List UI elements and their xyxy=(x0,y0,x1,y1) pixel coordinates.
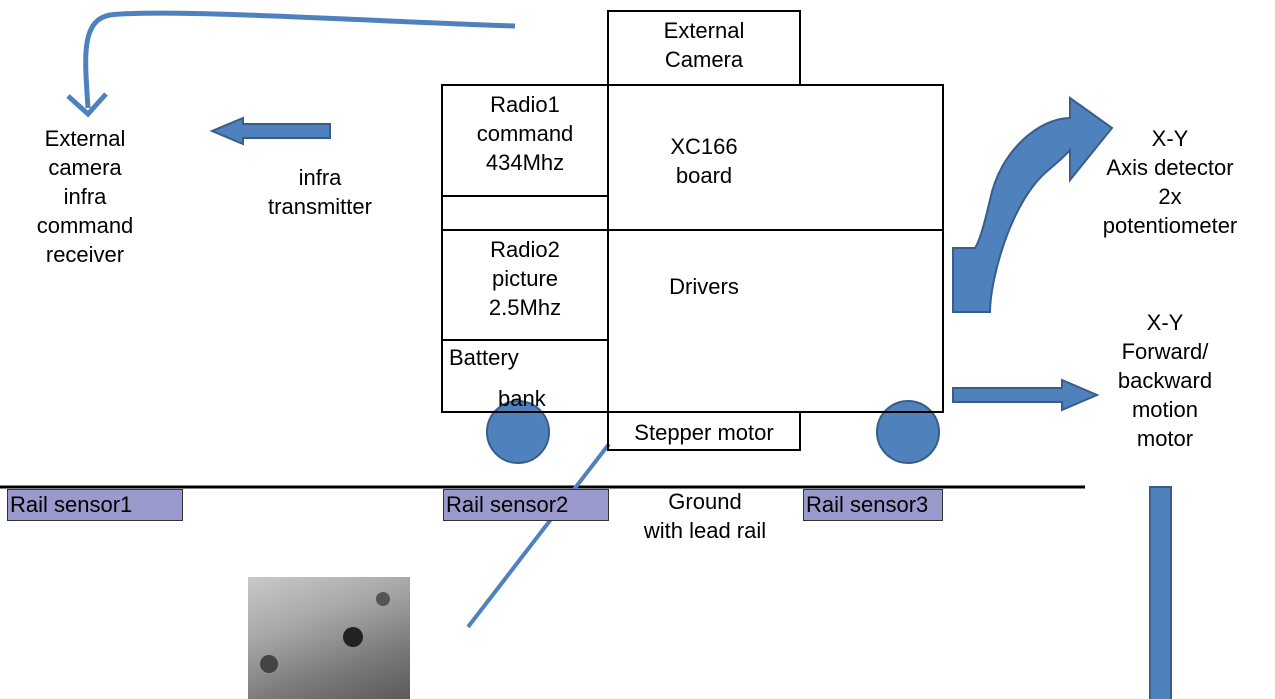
rail-sensor-1: Rail sensor1 xyxy=(7,489,183,521)
pointer-line xyxy=(466,442,611,629)
receiver-label: External camera infra command receiver xyxy=(36,126,134,267)
external-camera-label: External Camera xyxy=(663,18,745,72)
battery-box xyxy=(441,339,609,413)
battery-label: Battery xyxy=(449,345,519,370)
rail-sensor-3: Rail sensor3 xyxy=(803,489,943,521)
curved-block-arrow xyxy=(952,96,1114,313)
rail-sensor-2: Rail sensor2 xyxy=(443,489,609,521)
curved-arrow xyxy=(83,10,516,109)
curved-arrow-head xyxy=(66,92,108,118)
motion-motor-label: X-Y Forward/ backward motion motor xyxy=(1117,310,1213,451)
radio1-label: Radio1 command 434Mhz xyxy=(476,92,574,175)
photo-knob-small xyxy=(376,592,390,606)
photo-knob-left xyxy=(260,655,278,673)
xc166-box xyxy=(607,84,944,231)
stepper-motor-label: Stepper motor xyxy=(634,420,774,445)
left-block-arrow xyxy=(209,116,331,146)
bank-label: bank xyxy=(498,386,546,411)
right-block-arrow xyxy=(952,378,1100,412)
spacer-box xyxy=(441,195,609,231)
vertical-bar xyxy=(1149,486,1172,699)
ground-label: Ground with lead rail xyxy=(643,489,767,543)
axis-detector-label: X-Y Axis detector 2x potentiometer xyxy=(1102,126,1238,238)
xc166-label: XC166 board xyxy=(670,134,738,188)
drivers-label: Drivers xyxy=(669,274,739,299)
infra-transmitter-label: infra transmitter xyxy=(268,165,372,219)
wheel-right xyxy=(876,400,940,464)
radio2-label: Radio2 picture 2.5Mhz xyxy=(488,237,562,320)
stepper-motor-box xyxy=(607,411,801,451)
stepper-motor-photo xyxy=(248,577,410,699)
photo-knob xyxy=(343,627,363,647)
wheel-left xyxy=(486,400,550,464)
